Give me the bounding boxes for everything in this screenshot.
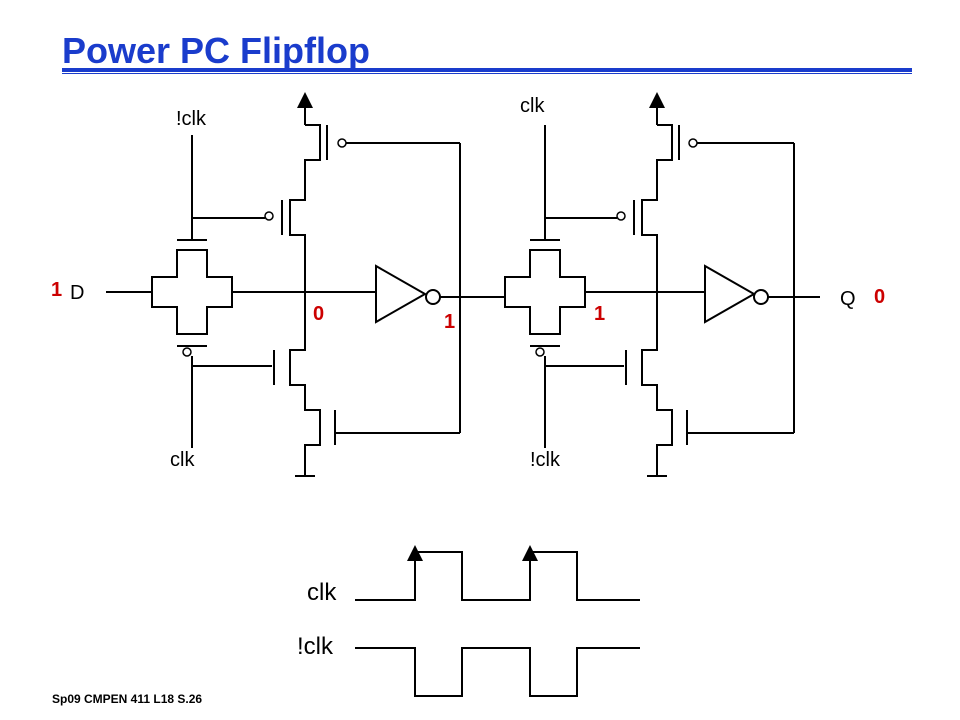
clk-waveform [355, 551, 640, 601]
stage1-node-value: 0 [313, 303, 324, 325]
inverter1-out-value: 1 [444, 311, 455, 333]
inverter-1-bubble [425, 289, 441, 305]
timing-diagram: clk !clk [297, 545, 640, 697]
stage1 [106, 92, 505, 477]
slide-title: Power PC Flipflop [62, 30, 371, 71]
stage2-node-value: 1 [594, 303, 605, 325]
transmission-gate-2 [504, 249, 586, 335]
p2-top-bubble [688, 138, 698, 148]
p1-clk-bubble [264, 211, 274, 221]
inverter-2-bubble [753, 289, 769, 305]
stage2-top-gate-label: clk [520, 95, 545, 117]
q-label: Q [840, 288, 856, 310]
clk-waveform-label: clk [307, 579, 337, 606]
stage2-bottom-gate-label: !clk [530, 449, 561, 471]
stage1-bottom-gate-label: clk [170, 449, 195, 471]
p2-clk-bubble [616, 211, 626, 221]
d-label: D [70, 282, 84, 304]
nclk-waveform-label: !clk [297, 633, 334, 660]
d-logic-value: 1 [51, 279, 62, 301]
inverter-2 [704, 264, 757, 324]
tg2-bubble [535, 347, 545, 357]
q-logic-value: 0 [874, 286, 885, 308]
title-underline-thin [62, 73, 912, 74]
p1-top-bubble [337, 138, 347, 148]
stage1-top-gate-label: !clk [176, 108, 207, 130]
inverter-1 [375, 264, 428, 324]
tg1-bubble [182, 347, 192, 357]
title-underline [62, 68, 912, 72]
transmission-gate-1 [151, 249, 233, 335]
nclk-waveform [355, 647, 640, 697]
feedback-stack-2 [641, 124, 673, 475]
feedback-stack-1 [289, 124, 321, 475]
slide-footer: Sp09 CMPEN 411 L18 S.26 [52, 692, 203, 706]
stage2 [504, 92, 820, 477]
